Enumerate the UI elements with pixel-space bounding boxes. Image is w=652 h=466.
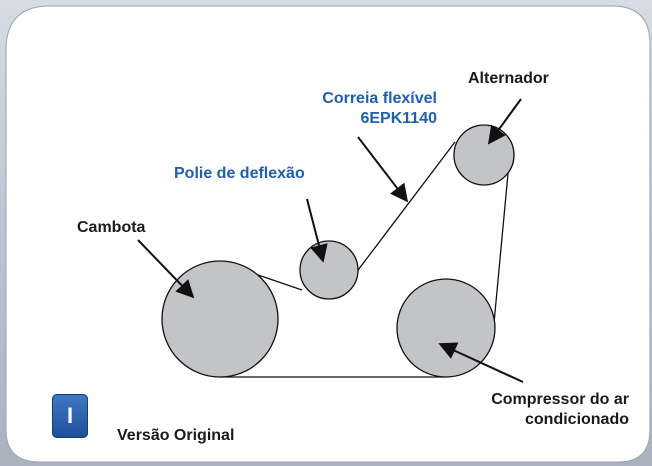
arrow-cambota	[137, 239, 195, 299]
arrow-compressor	[438, 342, 524, 383]
arrow-alternador	[487, 98, 522, 145]
polie-deflexao-pulley	[299, 240, 359, 300]
label-alternador: Alternador	[468, 70, 549, 87]
label-correia-line1: Correia flexível	[322, 90, 437, 107]
label-correia-flexivel: Correia flexível 6EPK1140	[290, 89, 437, 129]
compressor-pulley	[396, 278, 496, 378]
label-versao-original: Versão Original	[117, 427, 235, 444]
version-badge: I	[52, 394, 88, 438]
label-correia-line2: 6EPK1140	[360, 110, 437, 127]
alternador-pulley	[453, 124, 515, 186]
label-cambota: Cambota	[77, 219, 146, 236]
cambota-pulley	[161, 260, 279, 378]
belt	[220, 141, 510, 378]
arrow-correia	[357, 136, 409, 203]
label-polie-deflexao: Polie de deflexão	[174, 165, 305, 182]
label-compressor-line1: Compressor do ar	[491, 391, 629, 408]
label-compressor-line2: condicionado	[525, 411, 629, 428]
label-compressor: Compressor do ar condicionado	[430, 390, 629, 430]
arrow-polie	[306, 198, 328, 263]
